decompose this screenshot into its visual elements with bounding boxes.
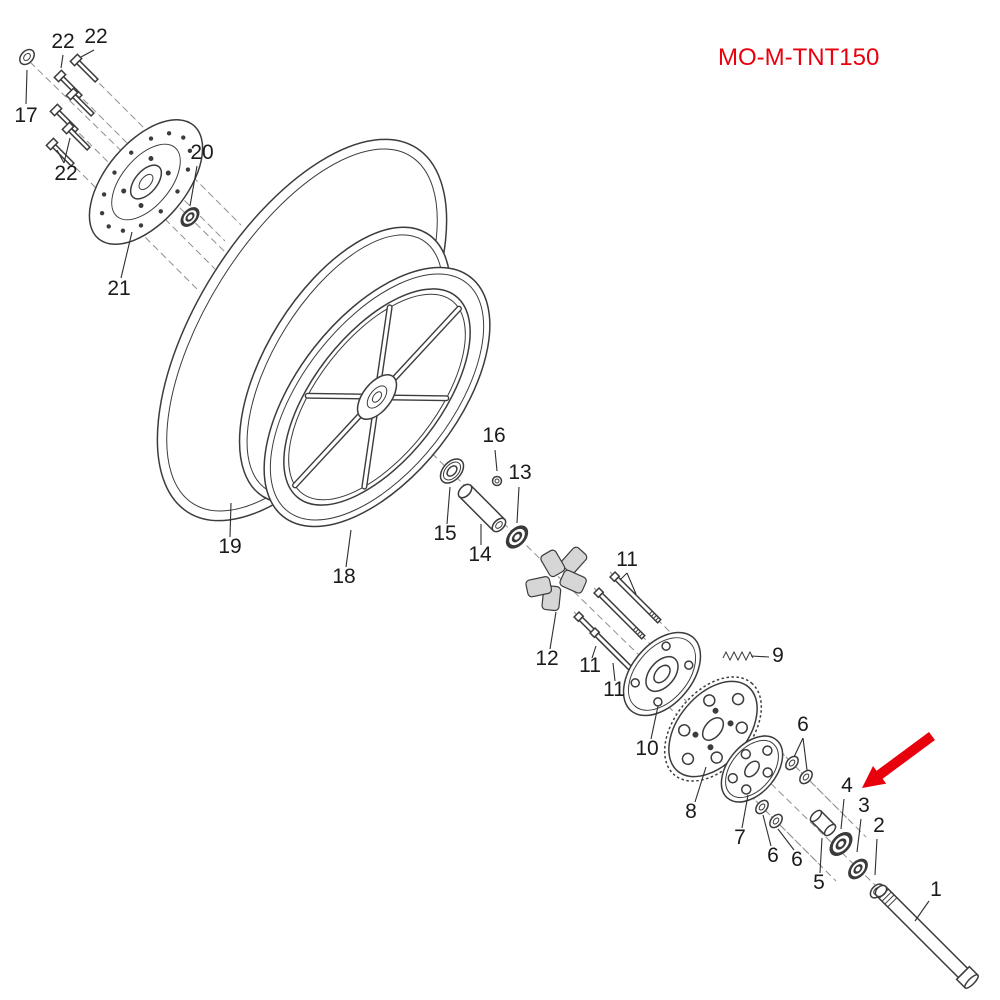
part-number-18: 18 bbox=[332, 565, 355, 588]
leader-line bbox=[56, 149, 65, 164]
leader-line bbox=[591, 645, 597, 659]
part-number-11: 11 bbox=[579, 654, 601, 677]
axle-bearing-illustration bbox=[829, 831, 853, 857]
part-number-8: 8 bbox=[685, 800, 697, 823]
spacer-tube-illustration bbox=[457, 483, 507, 533]
leader-line bbox=[612, 662, 616, 682]
pointer-arrow bbox=[862, 732, 935, 788]
part-number-5: 5 bbox=[813, 871, 825, 894]
leader-line bbox=[914, 900, 930, 922]
disc-bolts-illustration bbox=[45, 53, 99, 167]
diagram-code: MO-M-TNT150 bbox=[718, 44, 879, 71]
part-number-22: 22 bbox=[51, 30, 74, 53]
leader-line bbox=[516, 486, 520, 524]
part-number-13: 13 bbox=[508, 461, 531, 484]
valve-illustration bbox=[491, 475, 503, 487]
leader-line bbox=[189, 165, 198, 207]
spring-illustration bbox=[722, 650, 754, 662]
part-number-6: 6 bbox=[767, 844, 779, 867]
leader-line bbox=[694, 766, 707, 803]
part-number-3: 3 bbox=[858, 794, 870, 817]
leader-line bbox=[793, 737, 804, 758]
part-number-22: 22 bbox=[84, 25, 107, 48]
leader-line bbox=[856, 818, 862, 853]
part-number-15: 15 bbox=[433, 522, 456, 545]
part-number-17: 17 bbox=[14, 104, 37, 127]
leader-line bbox=[819, 837, 823, 874]
part-number-16: 16 bbox=[482, 424, 505, 447]
leader-line bbox=[741, 794, 749, 829]
outer-bearing-illustration bbox=[848, 858, 868, 880]
wheel-bearing-right-illustration bbox=[505, 525, 529, 549]
part-number-6: 6 bbox=[797, 713, 809, 736]
part-number-11: 11 bbox=[616, 548, 638, 571]
part-number-22: 22 bbox=[54, 162, 77, 185]
leader-line bbox=[650, 705, 659, 740]
wheel-spokes bbox=[292, 304, 462, 490]
leader-line bbox=[762, 814, 772, 847]
wheel-bearing-left-illustration bbox=[439, 458, 465, 484]
leader-line bbox=[229, 502, 232, 538]
axle-spacer-illustration bbox=[809, 809, 837, 837]
axle-illustration bbox=[874, 884, 979, 989]
leader-line bbox=[750, 655, 770, 658]
front-bearing-illustration bbox=[180, 207, 200, 227]
part-number-19: 19 bbox=[218, 535, 241, 558]
part-number-11: 11 bbox=[603, 678, 625, 701]
sprocket-nuts-illustration bbox=[755, 755, 813, 829]
brake-disc-illustration bbox=[88, 119, 204, 245]
axle-nut-illustration bbox=[19, 48, 35, 66]
wheel-rim-illustration bbox=[263, 266, 491, 528]
leader-line bbox=[840, 798, 845, 830]
part-number-12: 12 bbox=[535, 647, 558, 670]
leader-line bbox=[874, 838, 878, 876]
part-number-4: 4 bbox=[841, 774, 853, 797]
leader-line bbox=[446, 486, 451, 525]
part-number-14: 14 bbox=[468, 543, 492, 566]
part-number-20: 20 bbox=[190, 141, 213, 164]
leader-line bbox=[494, 449, 498, 472]
leader-line bbox=[549, 611, 557, 650]
carrier-plate-illustration bbox=[720, 735, 784, 803]
part-number-1: 1 bbox=[930, 878, 942, 901]
part-number-6: 6 bbox=[791, 848, 803, 871]
hub-studs-illustration bbox=[573, 571, 662, 680]
leader-line bbox=[619, 572, 628, 581]
cush-drive-illustration bbox=[525, 546, 588, 612]
part-number-2: 2 bbox=[873, 814, 885, 837]
part-number-21: 21 bbox=[107, 277, 130, 300]
leader-line bbox=[60, 54, 64, 69]
part-number-10: 10 bbox=[635, 737, 658, 760]
leader-line bbox=[626, 572, 637, 595]
part-number-7: 7 bbox=[734, 826, 746, 849]
hub-illustration bbox=[622, 631, 702, 717]
leader-line bbox=[25, 69, 28, 105]
leader-line bbox=[802, 737, 808, 771]
leader-line bbox=[63, 137, 71, 164]
leader-line bbox=[777, 828, 795, 851]
leader-line bbox=[80, 49, 95, 58]
leader-line bbox=[120, 231, 133, 279]
leader-line bbox=[345, 529, 352, 568]
part-number-9: 9 bbox=[772, 644, 784, 667]
